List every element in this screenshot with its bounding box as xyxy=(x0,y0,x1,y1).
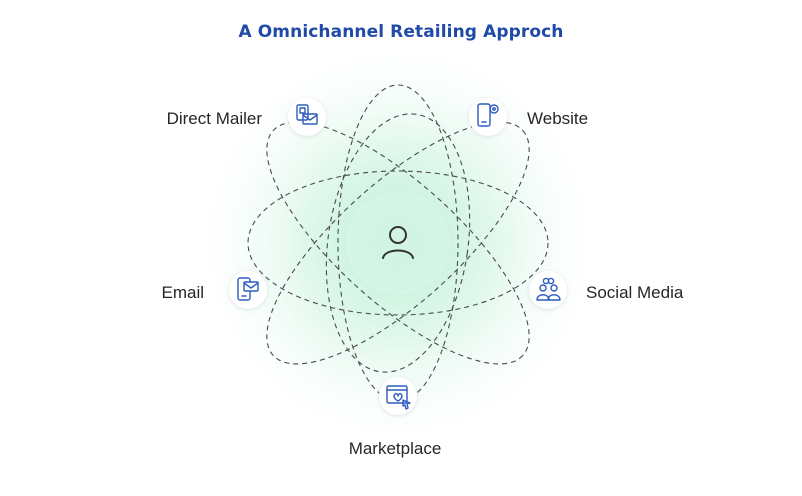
channel-node-direct-mailer[interactable]: Direct Mailer xyxy=(167,98,326,136)
social-media-icon xyxy=(536,277,561,301)
channel-label-direct-mailer: Direct Mailer xyxy=(167,109,263,128)
channel-label-website: Website xyxy=(527,109,588,128)
orbit-group xyxy=(247,84,549,402)
channel-label-marketplace: Marketplace xyxy=(349,439,442,458)
channel-label-email: Email xyxy=(161,283,204,302)
website-icon xyxy=(477,103,499,127)
orbit-diagonal-a xyxy=(266,121,530,365)
orbit-horizontal xyxy=(247,170,549,316)
channel-node-social-media[interactable]: Social Media xyxy=(529,271,684,309)
orbit-vertical xyxy=(337,84,459,402)
marketplace-icon xyxy=(386,385,411,410)
user-icon xyxy=(382,226,414,259)
email-icon xyxy=(237,277,259,301)
orbit-diagonal-b xyxy=(266,121,530,365)
channel-label-social-media: Social Media xyxy=(586,283,684,302)
direct-mailer-icon xyxy=(296,104,318,125)
channel-node-marketplace[interactable]: Marketplace xyxy=(349,377,442,458)
channel-node-website[interactable]: Website xyxy=(469,98,588,136)
orbit-inner xyxy=(325,113,471,373)
channel-node-email[interactable]: Email xyxy=(161,271,267,309)
